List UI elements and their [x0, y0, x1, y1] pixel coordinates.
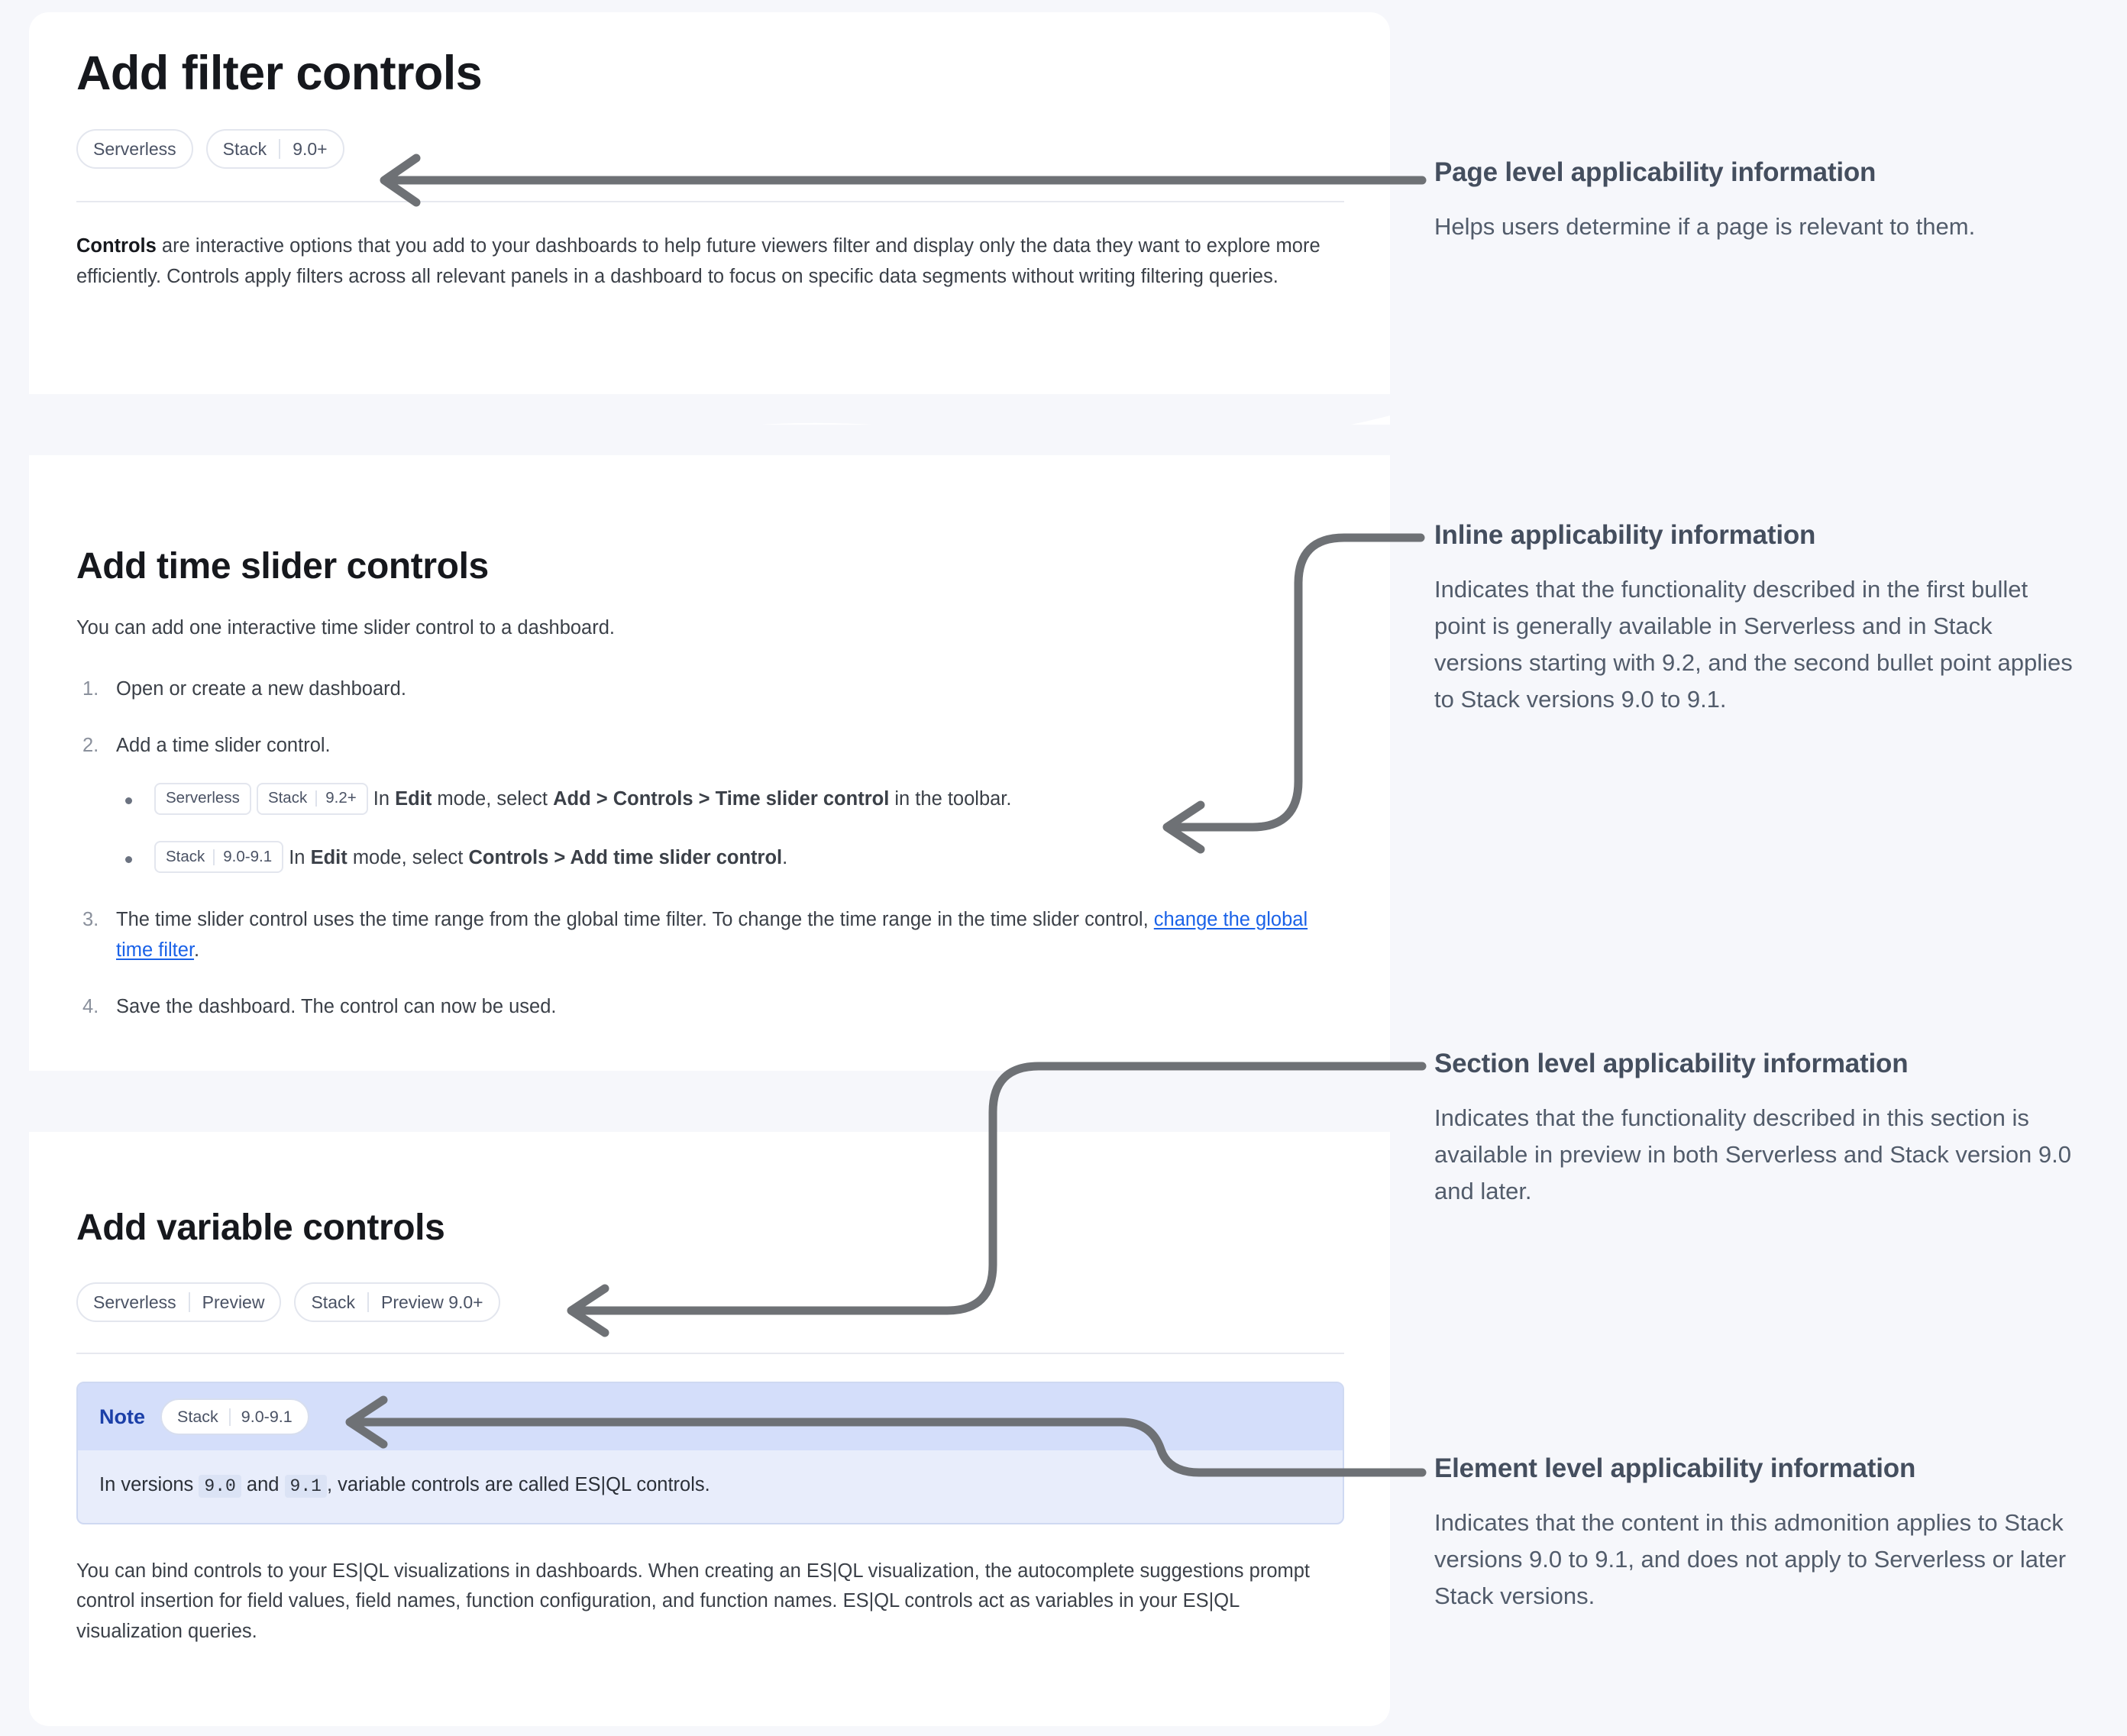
step-text: Open or create a new dashboard. [116, 677, 406, 700]
list-item: Serverless Stack 9.2+ In Edit mode, sele… [116, 782, 1344, 816]
step-number: 1. [82, 677, 99, 700]
badge-separator [228, 1408, 231, 1426]
badge-separator [367, 1292, 369, 1313]
annotation-section-level: Section level applicability information … [1434, 1048, 2076, 1210]
code-version-91: 9.1 [284, 1475, 327, 1498]
intro-rest: are interactive options that you add to … [76, 235, 1320, 288]
code-version-90: 9.0 [199, 1475, 241, 1498]
annotation-title: Element level applicability information [1434, 1453, 1916, 1483]
badge-serverless[interactable]: Serverless [76, 129, 193, 170]
note-header: Note Stack 9.0-9.1 [78, 1383, 1343, 1451]
variable-controls-section-card: Add variable controls Serverless Preview… [29, 1132, 1390, 1726]
step-item: 1. Open or create a new dashboard. [76, 674, 1344, 705]
time-slider-steps: 1. Open or create a new dashboard. 2. Ad… [76, 674, 1344, 1022]
annotation-text: Indicates that the functionality describ… [1434, 1104, 2072, 1205]
inline-badge-serverless[interactable]: Serverless [154, 782, 251, 815]
time-slider-section-card: Add time slider controls You can add one… [29, 455, 1390, 1097]
badge-stack-preview-9-0[interactable]: Stack Preview 9.0+ [294, 1282, 500, 1323]
section-heading-variable-controls: Add variable controls [76, 1207, 445, 1248]
step-text: Add a time slider control. [116, 734, 331, 756]
annotation-text: Indicates that the functionality describ… [1434, 576, 2073, 713]
badge-separator [315, 790, 318, 807]
bullet-text: In Edit mode, select Controls > Add time… [289, 846, 788, 868]
annotation-title: Section level applicability information [1434, 1049, 1909, 1078]
badge-separator [188, 1292, 190, 1313]
annotation-inline: Inline applicability information Indicat… [1434, 519, 2076, 718]
note-admonition: Note Stack 9.0-9.1 In versions 9.0 and 9… [76, 1382, 1344, 1524]
step-item: 3. The time slider control uses the time… [76, 905, 1344, 966]
annotation-text: Helps users determine if a page is relev… [1434, 213, 1976, 240]
section-divider [76, 1353, 1344, 1355]
global-time-filter-link[interactable]: change the global time filter [116, 909, 1308, 961]
annotation-text: Indicates that the content in this admon… [1434, 1509, 2067, 1610]
page-title: Add filter controls [76, 47, 483, 100]
step-number: 4. [82, 995, 99, 1017]
annotation-page-level: Page level applicability information Hel… [1434, 157, 2076, 245]
step-text: The time slider control uses the time ra… [116, 909, 1308, 961]
note-title: Note [99, 1405, 145, 1428]
page-applicability-badges: Serverless Stack 9.0+ [76, 129, 1344, 170]
step-number: 2. [82, 734, 99, 756]
header-divider [76, 201, 1344, 203]
section-heading-time-slider: Add time slider controls [76, 546, 489, 587]
step-item: 4. Save the dashboard. The control can n… [76, 992, 1344, 1023]
intro-lead-term: Controls [76, 235, 157, 257]
list-item: Stack 9.0-9.1 In Edit mode, select Contr… [116, 841, 1344, 874]
step-number: 3. [82, 909, 99, 931]
badge-separator [279, 139, 281, 160]
inline-badge-stack-9-0-9-1[interactable]: Stack 9.0-9.1 [154, 841, 284, 874]
bullet-text: In Edit mode, select Add > Controls > Ti… [373, 788, 1012, 810]
note-body: In versions 9.0 and 9.1, variable contro… [99, 1474, 710, 1498]
badge-separator [213, 849, 215, 865]
variable-controls-paragraph: You can bind controls to your ES|QL visu… [76, 1560, 1311, 1643]
intro-paragraph: Controls are interactive options that yo… [76, 231, 1344, 293]
note-badge-stack-9-0-9-1[interactable]: Stack 9.0-9.1 [160, 1398, 309, 1436]
section-applicability-badges: Serverless Preview Stack Preview 9.0+ [76, 1282, 1344, 1323]
inline-badge-stack-9-2[interactable]: Stack 9.2+ [256, 782, 368, 815]
step-text: Save the dashboard. The control can now … [116, 995, 557, 1017]
step-item: 2. Add a time slider control. Serverless… [76, 731, 1344, 874]
badge-stack-version[interactable]: Stack 9.0+ [205, 129, 344, 170]
annotation-title: Page level applicability information [1434, 157, 1876, 187]
time-slider-intro: You can add one interactive time slider … [76, 617, 615, 639]
page-header-card: Add filter controls Serverless Stack 9.0… [29, 12, 1390, 425]
badge-serverless-preview[interactable]: Serverless Preview [76, 1282, 282, 1323]
annotation-title: Inline applicability information [1434, 520, 1816, 550]
wave-divider-1 [29, 394, 1390, 486]
annotation-element-level: Element level applicability information … [1434, 1453, 2076, 1615]
time-slider-bullets: Serverless Stack 9.2+ In Edit mode, sele… [116, 782, 1344, 874]
documentation-column: Add filter controls Serverless Stack 9.0… [29, 12, 1390, 1726]
